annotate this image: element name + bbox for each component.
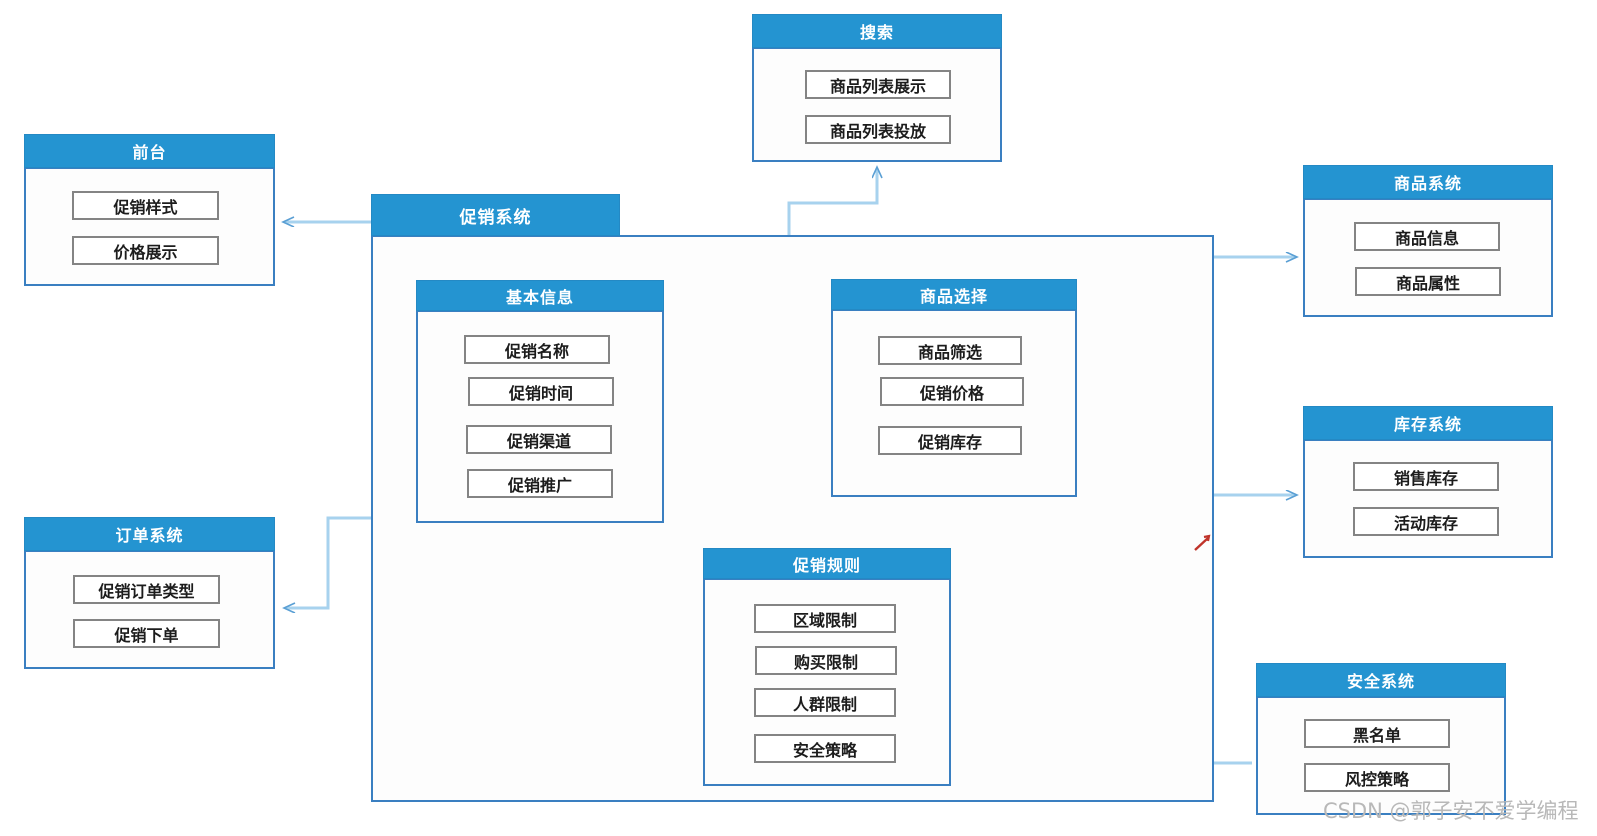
item-audience-restriction[interactable]: 人群限制: [754, 688, 896, 717]
item-region-restriction[interactable]: 区域限制: [754, 604, 896, 633]
item-promotion-marketing[interactable]: 促销推广: [467, 469, 613, 498]
wire-promotion-to-search: [787, 168, 877, 236]
csdn-watermark: CSDN @郭子安不爱学编程: [1323, 799, 1579, 823]
package-basic-info-title: 基本信息: [416, 280, 664, 311]
package-product-system[interactable]: 商品系统 商品信息 商品属性: [1303, 165, 1553, 317]
item-security-policy[interactable]: 安全策略: [754, 734, 896, 763]
package-product-system-title: 商品系统: [1303, 165, 1553, 199]
item-promotion-name[interactable]: 促销名称: [464, 335, 610, 364]
item-purchase-restriction[interactable]: 购买限制: [755, 646, 897, 675]
item-activity-stock[interactable]: 活动库存: [1353, 507, 1499, 536]
package-inventory-system-body: [1303, 439, 1553, 558]
package-search-body: [752, 47, 1002, 162]
package-inventory-system[interactable]: 库存系统 销售库存 活动库存: [1303, 406, 1553, 558]
package-inventory-system-title: 库存系统: [1303, 406, 1553, 440]
item-promotion-order-type[interactable]: 促销订单类型: [73, 575, 220, 604]
package-basic-info[interactable]: 基本信息 促销名称 促销时间 促销渠道 促销推广: [416, 280, 664, 523]
package-security-system[interactable]: 安全系统 黑名单 风控策略: [1256, 663, 1506, 815]
wire-promotion-to-order: [285, 516, 371, 608]
package-product-select[interactable]: 商品选择 商品筛选 促销价格 促销库存: [831, 279, 1077, 497]
package-product-system-body: [1303, 198, 1553, 317]
item-product-info[interactable]: 商品信息: [1354, 222, 1500, 251]
item-product-attribute[interactable]: 商品属性: [1355, 267, 1501, 296]
package-order-system-body: [24, 550, 275, 669]
package-promotion-rule[interactable]: 促销规则 区域限制 购买限制 人群限制 安全策略: [703, 548, 951, 786]
item-promotion-price[interactable]: 促销价格: [880, 377, 1024, 406]
item-promotion-stock[interactable]: 促销库存: [878, 426, 1022, 455]
item-price-display[interactable]: 价格展示: [72, 236, 219, 265]
package-order-system-title: 订单系统: [24, 517, 275, 551]
package-product-select-title: 商品选择: [831, 279, 1077, 310]
red-tick-mark: [1194, 534, 1211, 551]
package-search[interactable]: 搜索 商品列表展示 商品列表投放: [752, 14, 1002, 162]
item-product-list-placement[interactable]: 商品列表投放: [805, 115, 951, 144]
item-sales-stock[interactable]: 销售库存: [1353, 462, 1499, 491]
package-promotion-system-title: 促销系统: [371, 194, 620, 236]
package-frontend-body: [24, 167, 275, 286]
item-risk-control-policy[interactable]: 风控策略: [1304, 763, 1450, 792]
item-blacklist[interactable]: 黑名单: [1304, 719, 1450, 748]
package-search-title: 搜索: [752, 14, 1002, 48]
item-product-list-display[interactable]: 商品列表展示: [805, 70, 951, 99]
item-promotion-time[interactable]: 促销时间: [468, 377, 614, 406]
package-security-system-title: 安全系统: [1256, 663, 1506, 697]
package-promotion-rule-title: 促销规则: [703, 548, 951, 579]
package-frontend-title: 前台: [24, 134, 275, 168]
item-promotion-style[interactable]: 促销样式: [72, 191, 219, 220]
item-product-filter[interactable]: 商品筛选: [878, 336, 1022, 365]
package-security-system-body: [1256, 696, 1506, 815]
item-promotion-order-placement[interactable]: 促销下单: [73, 619, 220, 648]
package-order-system[interactable]: 订单系统 促销订单类型 促销下单: [24, 517, 275, 669]
package-frontend[interactable]: 前台 促销样式 价格展示: [24, 134, 275, 286]
item-promotion-channel[interactable]: 促销渠道: [466, 425, 612, 454]
